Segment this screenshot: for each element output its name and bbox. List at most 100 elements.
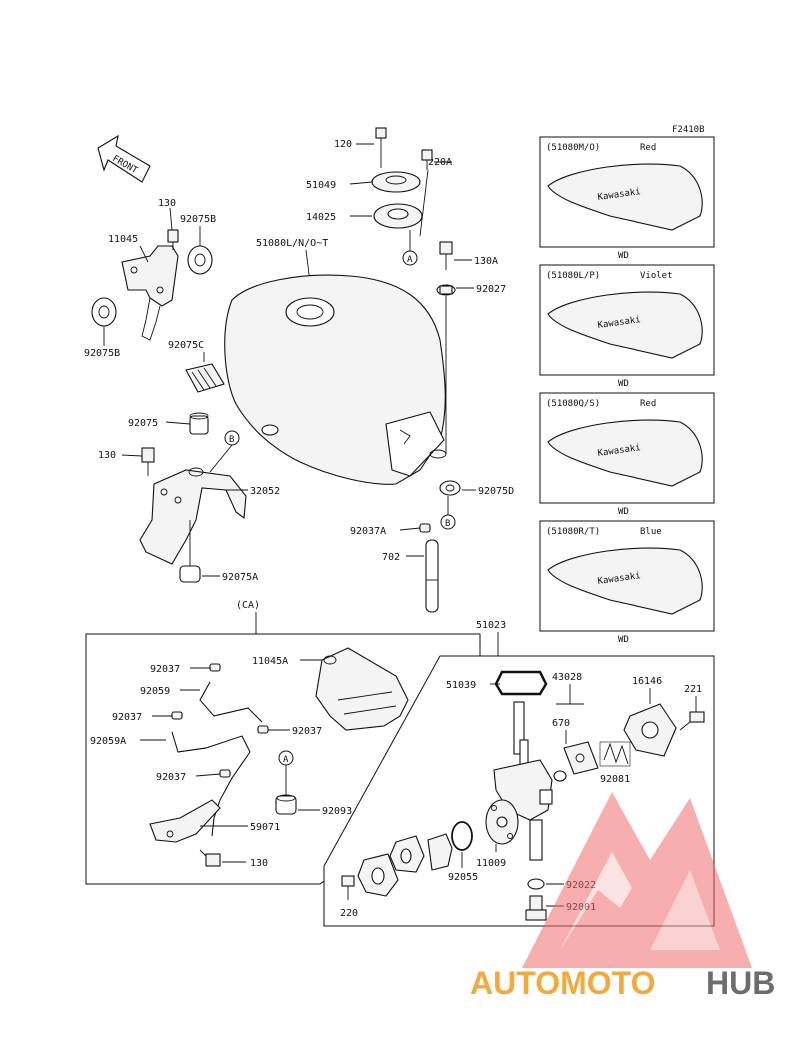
label-220: 220 xyxy=(340,908,358,919)
label-59071: 59071 xyxy=(250,822,280,833)
label-A-bottom: A xyxy=(283,755,289,765)
label-92075A: 92075A xyxy=(222,572,258,583)
label-16146: 16146 xyxy=(632,676,662,687)
filler-cap-51049 xyxy=(371,171,421,193)
clamp-92037-c xyxy=(257,725,269,734)
plate-43028 xyxy=(563,741,599,775)
label-A-top: A xyxy=(407,255,413,265)
rubber-92075B-upper xyxy=(187,245,213,275)
watermark-brand-part1: AUTOMOTO xyxy=(470,965,655,1001)
label-B-right: B xyxy=(445,519,450,529)
separator-59071 xyxy=(149,799,221,843)
label-92037A: 92037A xyxy=(350,526,386,537)
plate-14025 xyxy=(373,203,423,229)
grommet-92075D xyxy=(439,480,461,496)
label-120: 120 xyxy=(334,139,352,150)
label-32052: 32052 xyxy=(250,486,280,497)
grommet-92075A xyxy=(179,565,201,583)
gasket-51039 xyxy=(494,670,548,696)
label-92055: 92055 xyxy=(448,872,478,883)
label-92075: 92075 xyxy=(128,418,158,429)
bracket-11045A xyxy=(315,647,409,731)
variant-note: WD xyxy=(618,635,629,645)
drain-bolt-92001 xyxy=(525,895,547,921)
screw-220 xyxy=(341,875,355,900)
label-43028: 43028 xyxy=(552,672,582,683)
variant-code: (51080M/O) xyxy=(546,143,600,153)
variant-color: Red xyxy=(640,143,656,153)
clamp-92037-a xyxy=(209,663,221,672)
label-B-left: B xyxy=(229,435,234,445)
label-51080-main: 51080L/N/O~T xyxy=(256,238,328,249)
variant-code: (51080R/T) xyxy=(546,527,600,537)
spring-92081 xyxy=(599,741,631,767)
gasket-plate-1 xyxy=(427,833,453,871)
label-51023: 51023 xyxy=(476,620,506,631)
variant-color: Violet xyxy=(640,271,673,281)
hose-92059 xyxy=(199,681,263,723)
label-670: 670 xyxy=(552,718,570,729)
label-92075B-lower: 92075B xyxy=(84,348,120,359)
bolt-220A xyxy=(421,149,433,170)
variant-code: (51080Q/S) xyxy=(546,399,600,409)
label-92037-d: 92037 xyxy=(156,772,186,783)
hose-702 xyxy=(425,539,439,613)
label-92093: 92093 xyxy=(322,806,352,817)
label-92059: 92059 xyxy=(140,686,170,697)
bolt-130-left xyxy=(141,447,155,476)
figure-code: F2410B xyxy=(672,125,705,135)
label-92075B-upper: 92075B xyxy=(180,214,216,225)
variant-box-2: (51080L/P) Violet Kawasaki WD xyxy=(539,264,715,389)
cover-16146 xyxy=(623,703,677,757)
watermark-logo-icon xyxy=(522,792,752,968)
screw-221 xyxy=(679,711,705,731)
variant-box-1: (51080M/O) Red Kawasaki WD xyxy=(539,136,715,261)
label-11009: 11009 xyxy=(476,858,506,869)
bracket-11045 xyxy=(121,245,179,341)
gasket-plate-2 xyxy=(389,835,425,873)
bracket-32052 xyxy=(139,467,247,565)
grommet-92075 xyxy=(189,412,209,435)
label-11045A: 11045A xyxy=(252,656,288,667)
label-221: 221 xyxy=(684,684,702,695)
gasket-plate-3 xyxy=(357,853,399,897)
bolt-130-top xyxy=(167,229,179,250)
label-51049: 51049 xyxy=(306,180,336,191)
collar-92027 xyxy=(436,284,456,296)
bolt-130-bottom xyxy=(199,849,221,867)
label-11045: 11045 xyxy=(108,234,138,245)
variant-note: WD xyxy=(618,379,629,389)
clamp-92037A xyxy=(419,523,431,533)
label-92037-c: 92037 xyxy=(292,726,322,737)
label-130-top: 130 xyxy=(158,198,176,209)
variant-box-3: (51080Q/S) Red Kawasaki WD xyxy=(539,392,715,517)
label-92059A: 92059A xyxy=(90,736,126,747)
label-130-bottom: 130 xyxy=(250,858,268,869)
o-ring-92055 xyxy=(451,821,473,851)
cushion-92093 xyxy=(275,794,297,815)
variant-note: WD xyxy=(618,507,629,517)
watermark-brand-part2: HUB xyxy=(706,965,775,1001)
label-14025: 14025 xyxy=(306,212,336,223)
label-92027: 92027 xyxy=(476,284,506,295)
variant-color: Red xyxy=(640,399,656,409)
label-92075D: 92075D xyxy=(478,486,514,497)
variant-code: (51080L/P) xyxy=(546,271,600,281)
label-51039: 51039 xyxy=(446,680,476,691)
label-130A: 130A xyxy=(474,256,498,267)
clamp-92037-d xyxy=(219,769,231,778)
clamp-92037-b xyxy=(171,711,183,720)
label-220A: 220A xyxy=(428,157,452,168)
label-92037-a: 92037 xyxy=(150,664,180,675)
fuel-tank-51080 xyxy=(224,274,447,485)
label-92075C: 92075C xyxy=(168,340,204,351)
bolt-130A xyxy=(439,241,453,270)
label-92037-b: 92037 xyxy=(112,712,142,723)
section-ca-label: (CA) xyxy=(236,600,260,611)
label-130-left: 130 xyxy=(98,450,116,461)
label-92081: 92081 xyxy=(600,774,630,785)
bolt-120 xyxy=(375,127,387,168)
pad-92075C xyxy=(185,363,225,393)
front-arrow-icon: FRONT xyxy=(97,134,151,183)
